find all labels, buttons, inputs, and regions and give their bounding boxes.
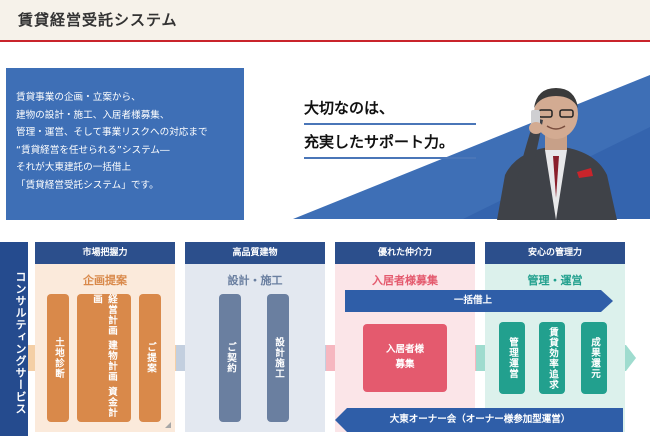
catch-copy: 大切なのは、 充実したサポート力。 — [304, 93, 476, 159]
owner-bar-arrow — [335, 408, 623, 432]
column-subtitle: 企画提案 — [83, 274, 127, 287]
intro-box: 賃貸事業の企画・立案から、 建物の設計・施工、入居者様募集、 管理・運営、そして… — [6, 68, 244, 220]
owner-bar: 大東オーナー会（オーナー様参加型運営） — [345, 408, 615, 432]
pill-plans: 経営計画 建物計画 資金計画 — [77, 294, 131, 422]
page-header: 賃貸経営受託システム — [0, 0, 650, 42]
column-head: 安心の管理力 — [485, 242, 625, 264]
catch-line-2: 充実したサポート力。 — [304, 127, 476, 159]
tenant-recruit-box: 入居者様 募集 — [363, 324, 447, 392]
spokesperson-photo — [487, 80, 625, 220]
pill-management: 管理運営 — [499, 322, 525, 394]
column-subtitle: 設計・施工 — [227, 274, 283, 287]
tenant-recruit-line: 募集 — [395, 359, 415, 370]
consulting-service-label: コンサルティングサービス — [0, 242, 28, 436]
lease-bar: 一括借上 — [345, 290, 601, 312]
pill-proposal: ご提案 — [139, 294, 161, 422]
tenant-recruit-line: 入居者様 — [385, 344, 424, 355]
column-subtitle: 管理・運営 — [527, 274, 583, 287]
lease-bar-label: 一括借上 — [453, 295, 492, 306]
intro-line: それが大東建託の一括借上 — [16, 162, 132, 173]
intro-line: 管理・運営、そして事業リスクへの対応まで — [16, 127, 208, 138]
intro-line: 賃貸事業の企画・立案から、 — [16, 92, 141, 103]
lease-bar-arrow — [345, 290, 613, 312]
pill-design-build: 設計施工 — [267, 294, 289, 422]
column-head: 市場把握力 — [35, 242, 175, 264]
owner-bar-label: 大東オーナー会（オーナー様参加型運営） — [389, 414, 571, 425]
column-head: 高品質建物 — [185, 242, 325, 264]
column-subtitle: 入居者様募集 — [372, 274, 438, 287]
intro-line: “賃貸経営を任せられる”システム― — [16, 144, 170, 156]
column-construction: 高品質建物 設計・施工 ご契約 設計施工 — [185, 242, 325, 432]
pill-efficiency: 賃貸効率追求 — [539, 322, 565, 394]
page-title: 賃貸経営受託システム — [18, 11, 178, 29]
catch-line-1: 大切なのは、 — [304, 93, 476, 125]
pill-land-diagnosis: 土地診断 — [47, 294, 69, 422]
column-head: 優れた仲介力 — [335, 242, 475, 264]
column-management: 安心の管理力 管理・運営 管理運営 賃貸効率追求 成果還元 — [485, 242, 625, 432]
intro-line: 「賃貸経営受託システム」です。 — [16, 179, 159, 191]
pill-return: 成果還元 — [581, 322, 607, 394]
column-planning: 市場把握力 企画提案 土地診断 経営計画 建物計画 資金計画 ご提案 — [35, 242, 175, 432]
pill-contract: ご契約 — [219, 294, 241, 422]
intro-line: 建物の設計・施工、入居者様募集、 — [16, 109, 170, 121]
column-tenant: 優れた仲介力 入居者様募集 入居者様 募集 — [335, 242, 475, 432]
